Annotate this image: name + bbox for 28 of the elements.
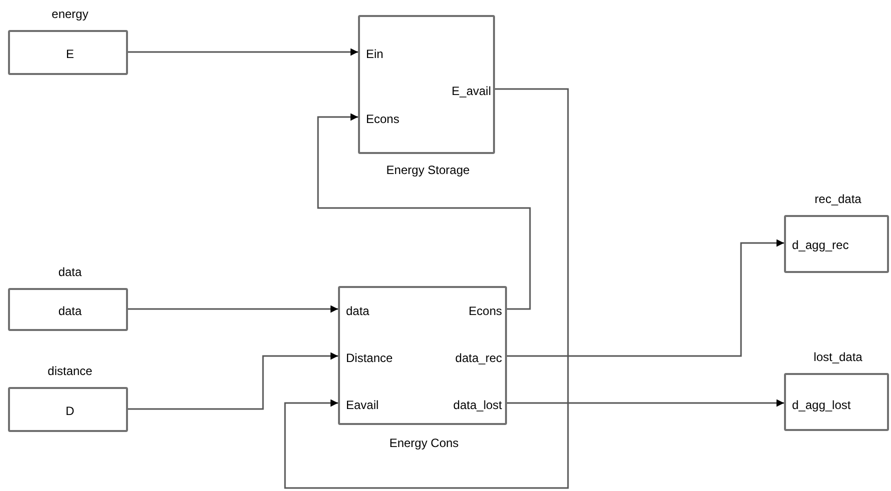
block-value: E <box>66 47 74 61</box>
block-value: data <box>58 304 82 318</box>
signal-line <box>317 113 531 310</box>
block-value: D <box>66 404 74 418</box>
port-label: Econs <box>366 112 400 126</box>
signal-line <box>507 239 784 357</box>
signal-line <box>128 305 338 313</box>
block-name: data <box>58 265 82 279</box>
block-name: energy <box>52 7 88 21</box>
block-value: d_agg_lost <box>792 398 851 412</box>
port-label: data <box>346 304 370 318</box>
port-label: Econs <box>468 304 502 318</box>
block-name: distance <box>48 364 92 378</box>
port-label: data_rec <box>455 351 502 365</box>
block-value: d_agg_rec <box>792 238 849 252</box>
port-label: Ein <box>366 47 384 61</box>
signal-line <box>507 399 784 407</box>
port-label: data_lost <box>453 398 502 412</box>
signal-line <box>128 48 358 56</box>
signal-line <box>284 88 569 489</box>
block-name: Energy Storage <box>386 163 470 177</box>
block-name: Energy Cons <box>389 436 459 450</box>
block-name: lost_data <box>814 350 862 364</box>
port-label: Eavail <box>346 398 379 412</box>
port-label: Distance <box>346 351 393 365</box>
signal-line <box>128 352 338 410</box>
block-name: rec_data <box>814 192 862 206</box>
port-label: E_avail <box>452 84 491 98</box>
